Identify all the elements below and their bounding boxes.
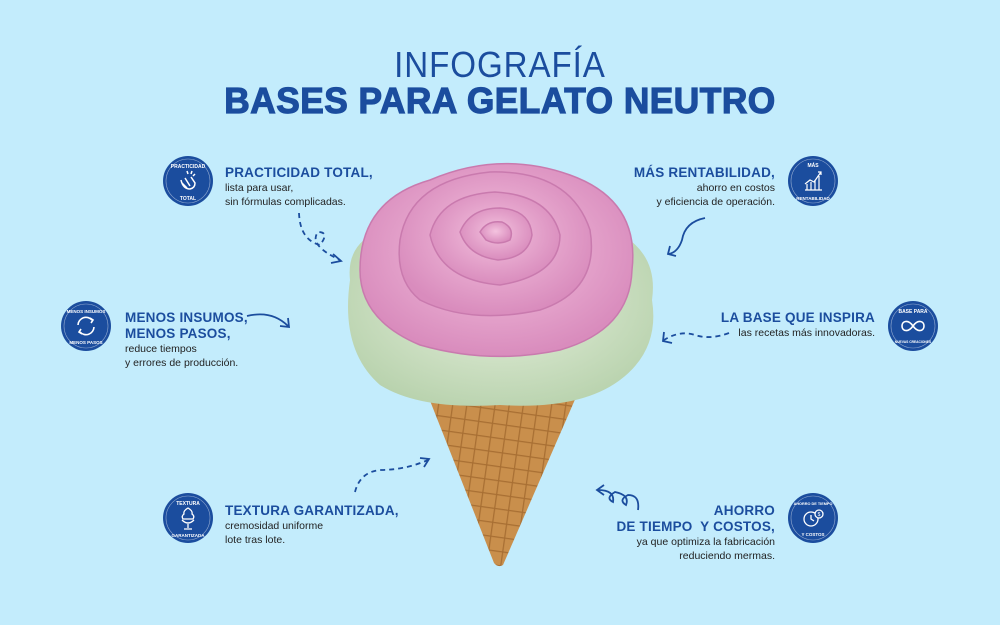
arrowhead xyxy=(666,245,677,257)
arrowhead xyxy=(419,457,431,468)
feature-base-que-inspira: LA BASE QUE INSPIRA las recetas más inno… xyxy=(721,310,875,340)
badge-bottom-text: NUEVAS CREACIONES xyxy=(895,340,932,344)
feature-heading: TEXTURA GARANTIZADA, xyxy=(225,503,399,518)
feature-line: ahorro en costos xyxy=(696,182,775,194)
badge-mas-rentabilidad: MÁS RENTABILIDAD xyxy=(788,156,838,206)
arrow-rentabilidad xyxy=(668,217,706,255)
badge-top-text: MÁS xyxy=(807,162,819,169)
feature-practicidad-total: PRACTICIDAD TOTAL, lista para usar, sin … xyxy=(225,165,373,209)
infinity-icon xyxy=(901,320,925,332)
feature-heading: LA BASE QUE INSPIRA xyxy=(720,310,875,325)
badge-bottom-text: RENTABILIDAD xyxy=(796,196,830,201)
badge-top-text: PRACTICIDAD xyxy=(171,164,206,170)
badge-top-text: BASE PARA xyxy=(898,309,927,315)
feature-line: y errores de producción. xyxy=(125,357,239,369)
dashed-arrow-textura xyxy=(354,459,429,493)
feature-textura-garantizada: TEXTURA GARANTIZADA, cremosidad uniforme… xyxy=(225,503,399,547)
badge-bottom-text: MENOS PASOS xyxy=(69,340,102,345)
badge-textura-garantizada: TEXTURA GARANTIZADA xyxy=(163,493,213,543)
badge-bottom-text: Y COSTOS xyxy=(801,532,824,537)
feature-line: cremosidad uniforme xyxy=(225,520,324,532)
dashed-arrow-base xyxy=(663,332,730,341)
clock-dollar-icon: $ xyxy=(803,509,824,527)
cone xyxy=(425,388,580,567)
feature-heading-2: DE TIEMPO Y COSTOS, xyxy=(616,519,775,534)
svg-text:$: $ xyxy=(818,512,821,518)
badge-top-text: TEXTURA xyxy=(176,501,200,507)
badge-menos-insumos: MENOS INSUMOS MENOS PASOS xyxy=(61,301,111,351)
infographic-label: INFOGRAFÍA xyxy=(394,44,606,85)
feature-line: reduciendo mermas. xyxy=(679,550,775,562)
dashed-arrow-practicidad xyxy=(298,212,341,261)
feature-line: ya que optimiza la fabricación xyxy=(636,536,775,548)
arrowhead xyxy=(662,331,673,344)
arrowhead xyxy=(279,317,291,329)
arrowhead xyxy=(595,484,605,496)
mint-scoop xyxy=(348,212,654,406)
pink-rose xyxy=(359,162,634,358)
badge-practicidad-total: PRACTICIDAD TOTAL xyxy=(163,156,213,206)
feature-heading: PRACTICIDAD TOTAL, xyxy=(225,165,373,180)
badge-top-text: MENOS INSUMOS xyxy=(67,309,106,314)
feature-line: lote tras lote. xyxy=(225,534,286,546)
arrow-menos-insumos xyxy=(246,313,289,327)
feature-line: reduce tiempos xyxy=(125,343,197,355)
feature-heading-2: MENOS PASOS, xyxy=(125,326,231,341)
cycle-arrows-icon xyxy=(77,316,95,336)
snap-hand-icon xyxy=(180,170,196,190)
feature-heading: MÁS RENTABILIDAD, xyxy=(633,165,775,180)
soft-serve-icon xyxy=(181,507,195,530)
feature-ahorro-tiempo-costos: AHORRO DE TIEMPO Y COSTOS, ya que optimi… xyxy=(616,503,775,563)
badge-ahorro-tiempo-costos: AHORRO DE TIEMPO $ Y COSTOS xyxy=(788,493,838,543)
badge-top-text: AHORRO DE TIEMPO xyxy=(794,502,833,506)
badge-bottom-text: TOTAL xyxy=(180,196,196,202)
feature-mas-rentabilidad: MÁS RENTABILIDAD, ahorro en costos y efi… xyxy=(634,165,775,209)
feature-line: lista para usar, xyxy=(225,182,294,194)
arrowhead xyxy=(330,253,343,264)
feature-menos-insumos: MENOS INSUMOS, MENOS PASOS, reduce tiemp… xyxy=(125,310,248,370)
feature-line: y eficiencia de operación. xyxy=(656,196,776,208)
feature-heading: AHORRO xyxy=(713,503,775,518)
feature-heading: MENOS INSUMOS, xyxy=(125,310,248,325)
badge-bottom-text: GARANTIZADA xyxy=(172,533,206,538)
feature-line: las recetas más innovadoras. xyxy=(738,327,875,339)
page-title: BASES PARA GELATO NEUTRO xyxy=(224,79,776,121)
feature-line: sin fórmulas complicadas. xyxy=(225,196,346,208)
growth-chart-icon xyxy=(804,171,822,191)
badge-base-para-nuevas-creaciones: BASE PARA NUEVAS CREACIONES xyxy=(888,301,938,351)
